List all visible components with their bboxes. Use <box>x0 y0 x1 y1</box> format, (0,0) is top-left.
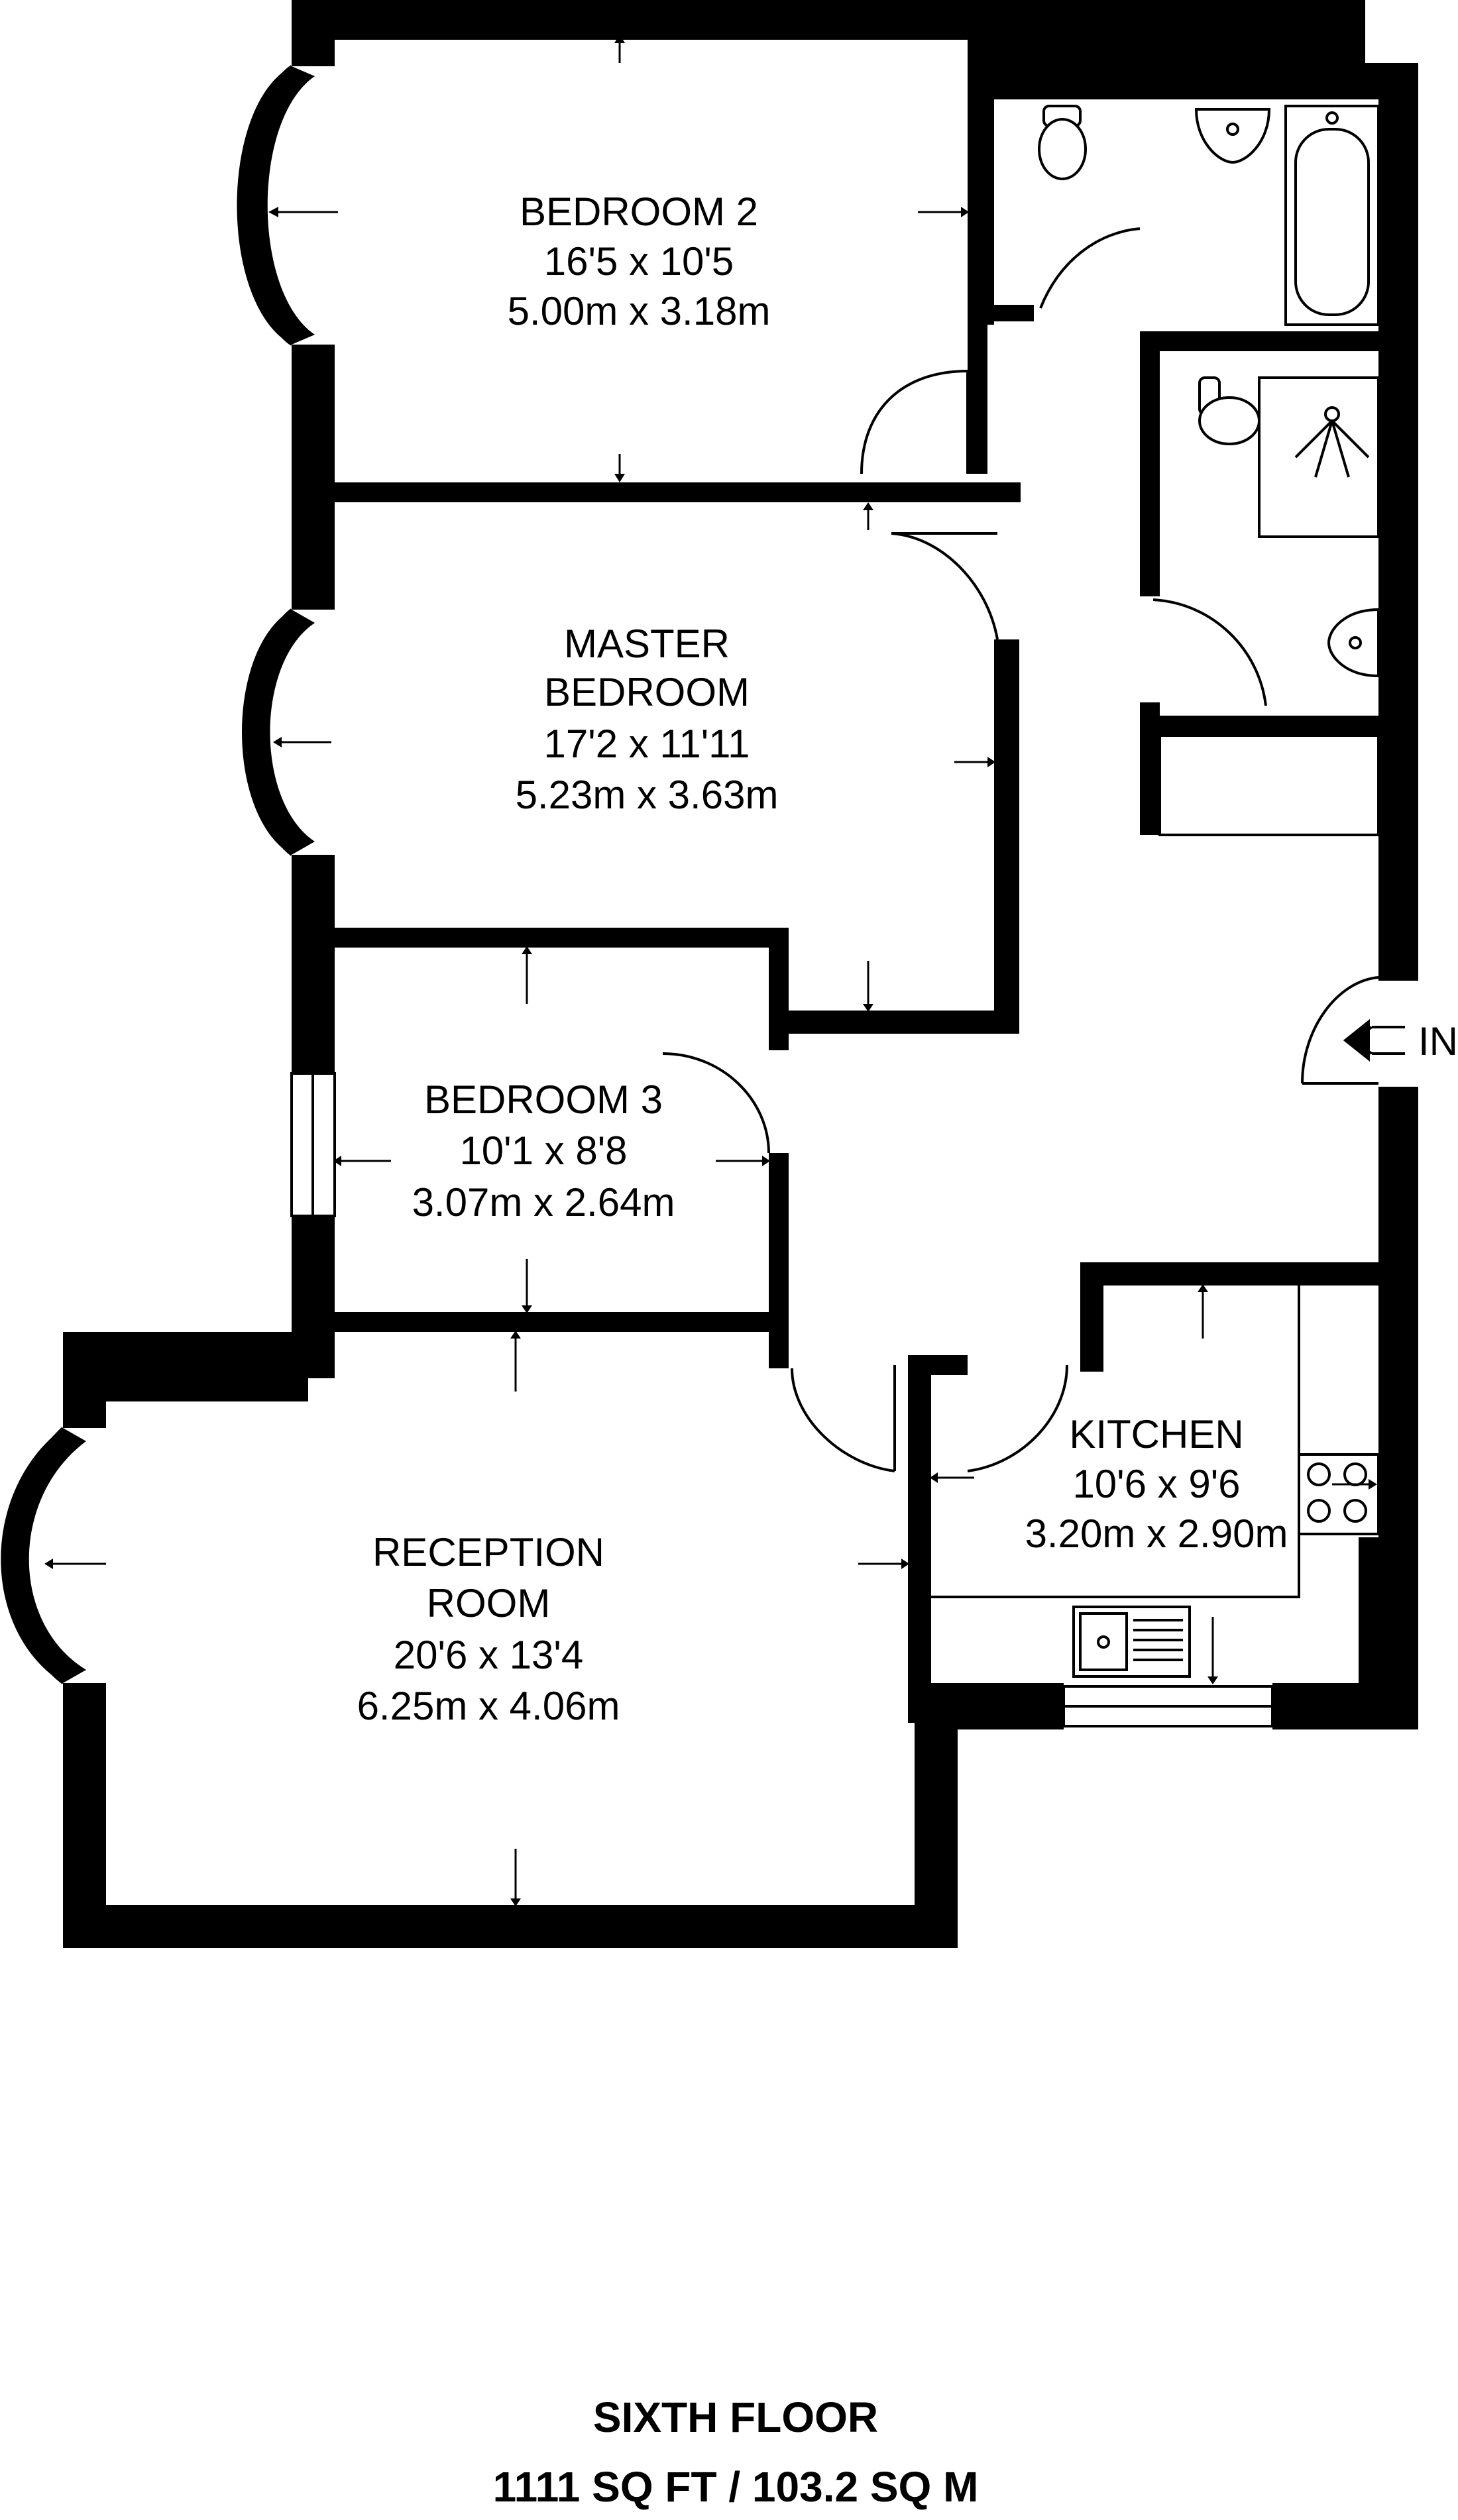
bay-window-icon <box>1 65 1274 1727</box>
basin-icon <box>1194 108 1271 164</box>
entrance-label: IN <box>1418 1019 1458 1064</box>
room-name-line2: BEDROOM <box>544 670 750 714</box>
room-metric: 5.00m x 3.18m <box>508 289 771 333</box>
door-swing-icon <box>662 227 1379 1472</box>
room-metric: 6.25m x 4.06m <box>357 1684 620 1728</box>
basin-icon <box>1327 608 1380 678</box>
room-name: BEDROOM 3 <box>424 1077 663 1122</box>
entrance-arrow-icon <box>1343 1018 1405 1062</box>
sink-icon <box>1072 1606 1191 1678</box>
room-metric: 5.23m x 3.63m <box>516 773 779 817</box>
floor-name: SIXTH FLOOR <box>593 2393 878 2441</box>
room-name: KITCHEN <box>1069 1412 1243 1456</box>
bath-icon <box>1284 105 1380 326</box>
hob-icon <box>1298 1453 1380 1535</box>
shower-icon <box>1258 376 1380 538</box>
room-master-bedroom: MASTER BEDROOM 17'2 x 11'11 5.23m x 3.63… <box>516 622 779 817</box>
dimension-arrow-icon <box>44 34 1377 1906</box>
room-name-line1: MASTER <box>564 622 730 666</box>
floor-summary: SIXTH FLOOR 1111 SQ FT / 103.2 SQ M <box>493 2393 979 2511</box>
room-kitchen: KITCHEN 10'6 x 9'6 3.20m x 2.90m <box>1025 1412 1288 1556</box>
toilet-icon <box>1198 376 1261 445</box>
room-imperial: 16'5 x 10'5 <box>544 239 734 284</box>
walls <box>63 0 1418 1948</box>
room-metric: 3.20m x 2.90m <box>1025 1511 1288 1556</box>
room-reception: RECEPTION ROOM 20'6 x 13'4 6.25m x 4.06m <box>357 1530 620 1728</box>
room-imperial: 17'2 x 11'11 <box>544 722 750 766</box>
room-bedroom-2: BEDROOM 2 16'5 x 10'5 5.00m x 3.18m <box>508 190 771 333</box>
room-name: BEDROOM 2 <box>520 190 758 234</box>
room-metric: 3.07m x 2.64m <box>412 1180 675 1225</box>
toilet-icon <box>1038 105 1087 180</box>
room-imperial: 10'1 x 8'8 <box>459 1128 627 1173</box>
room-imperial: 10'6 x 9'6 <box>1072 1462 1240 1506</box>
room-imperial: 20'6 x 13'4 <box>394 1633 583 1677</box>
floor-area: 1111 SQ FT / 103.2 SQ M <box>493 2463 979 2511</box>
room-name-line2: ROOM <box>427 1581 551 1625</box>
room-name-line1: RECEPTION <box>372 1530 604 1574</box>
room-bedroom-3: BEDROOM 3 10'1 x 8'8 3.07m x 2.64m <box>412 1077 675 1225</box>
